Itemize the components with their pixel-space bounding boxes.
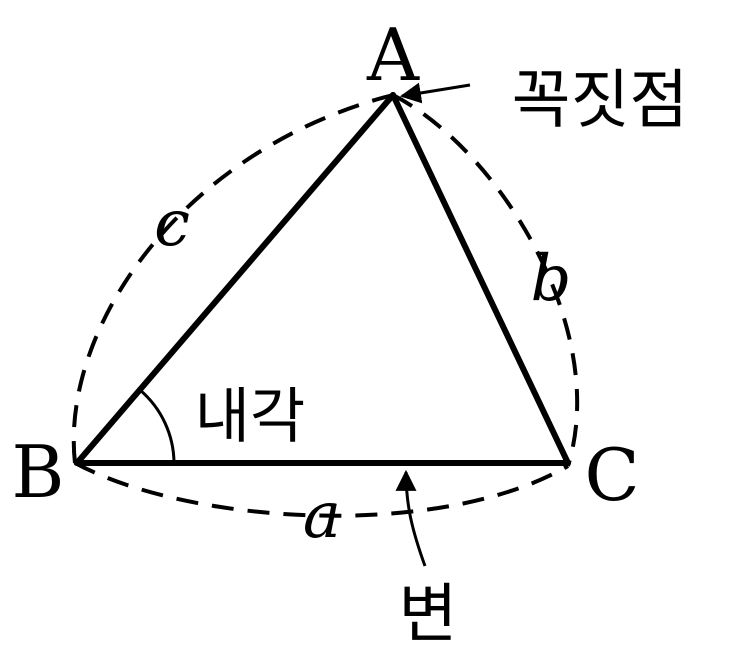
side-label-b: b	[531, 242, 572, 316]
side-annotation: 변	[399, 578, 458, 650]
vertex-arrow	[399, 82, 471, 104]
side-arrow	[395, 469, 427, 567]
side-label-c: c	[154, 187, 190, 261]
side-label-a: a	[303, 479, 341, 553]
vertex-annotation: 꼭짓점	[512, 64, 689, 136]
vertex-label-c: C	[584, 433, 639, 517]
interior-angle-arc	[139, 388, 176, 464]
interior-angle-annotation: 내각	[195, 383, 305, 450]
vertex-label-a: A	[366, 13, 420, 97]
dashed-arc-ab	[71, 93, 394, 464]
dashed-arc-bc	[74, 461, 569, 518]
dashed-arc-ac	[392, 93, 580, 467]
vertex-label-b: B	[12, 430, 65, 514]
side-ac-line	[390, 92, 571, 466]
side-ab-line	[74, 92, 396, 466]
